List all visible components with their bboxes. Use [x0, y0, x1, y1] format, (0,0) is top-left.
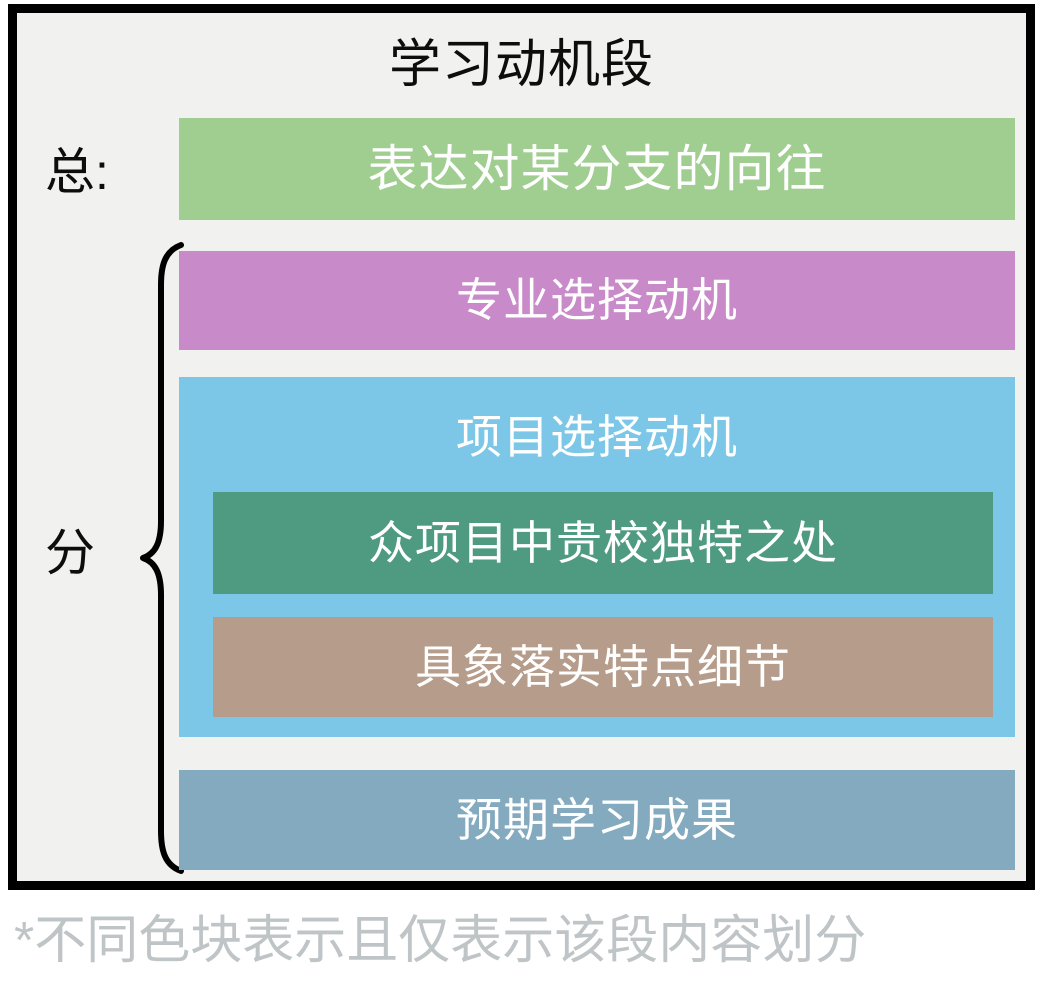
label-detail: 分 — [45, 525, 95, 581]
curly-brace-icon — [139, 241, 185, 875]
page-title: 学习动机段 — [388, 36, 654, 94]
block-major-motivation: 专业选择动机 — [179, 251, 1015, 350]
diagram-panel-inner: 学习动机段 总: 分 表达对某分支的向往 专业选择动机 项目选择动机 众项目中贵… — [17, 13, 1026, 881]
block-concrete-details: 具象落实特点细节 — [213, 617, 993, 717]
block-expected-outcome-label: 预期学习成果 — [456, 794, 738, 846]
block-program-motivation: 项目选择动机 众项目中贵校独特之处 具象落实特点细节 — [179, 377, 1015, 737]
label-overall: 总: — [45, 144, 109, 200]
block-expected-outcome: 预期学习成果 — [179, 770, 1015, 870]
diagram-panel: 学习动机段 总: 分 表达对某分支的向往 专业选择动机 项目选择动机 众项目中贵… — [8, 4, 1035, 890]
block-program-motivation-label: 项目选择动机 — [456, 411, 738, 463]
block-major-motivation-label: 专业选择动机 — [456, 274, 738, 326]
block-unique-points-label: 众项目中贵校独特之处 — [368, 517, 838, 569]
block-overall-statement: 表达对某分支的向往 — [179, 118, 1015, 220]
block-concrete-details-label: 具象落实特点细节 — [415, 641, 791, 693]
block-overall-statement-label: 表达对某分支的向往 — [367, 141, 827, 197]
block-unique-points: 众项目中贵校独特之处 — [213, 492, 993, 594]
footnote: *不同色块表示且仅表示该段内容划分 — [14, 912, 867, 970]
